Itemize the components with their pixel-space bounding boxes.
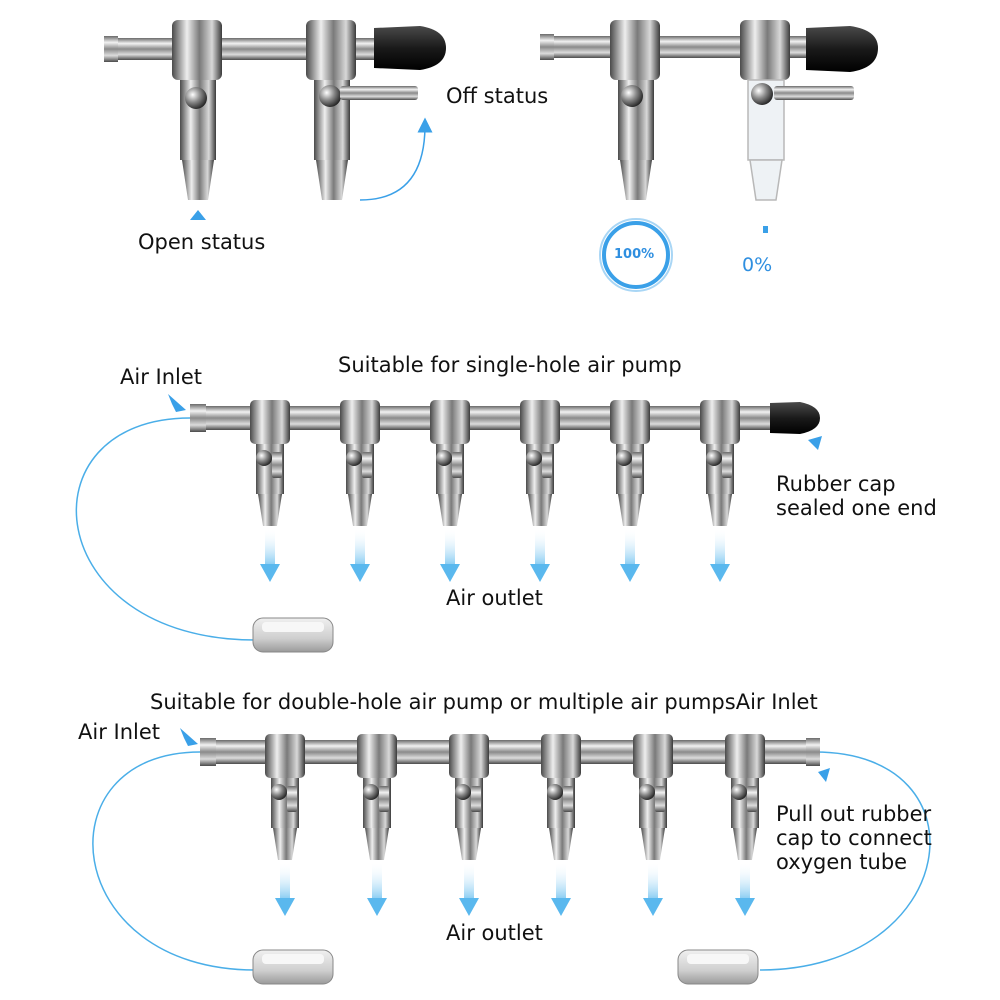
single-outlet-arrow-icon-2 [350,528,370,582]
double-outlet-arrow-icon-1 [275,862,295,916]
single-valve-5 [610,400,650,526]
double-outlet-arrow-icon-5 [643,862,663,916]
flow-dot-icon [763,226,768,233]
double-valve-4 [541,734,581,860]
double-valve-3 [449,734,489,860]
double-outlet-arrow-icon-4 [551,862,571,916]
open-status-label: Open status [138,230,266,254]
air-outlet-label-1: Air outlet [446,586,543,610]
rubber-cap-icon [374,26,446,70]
valve-flow-closed [740,20,854,201]
single-valve-3 [430,400,470,526]
open-arrow-icon [190,210,206,220]
rubber-cap-label: Rubber cap sealed one end [776,472,937,520]
inlet-tube [75,417,256,641]
single-valve-2 [340,400,380,526]
inlet-tube-right [759,751,931,971]
rubber-cap-icon-3 [770,402,820,434]
air-pump-2 [252,949,334,985]
double-valve-1 [265,734,305,860]
percent-closed-label: 0% [742,254,773,276]
single-outlet-arrow-icon-5 [620,528,640,582]
single-title: Suitable for single-hole air pump [338,353,682,377]
valve-off [306,20,418,200]
air-pump-3 [677,949,759,985]
double-outlet-arrow-icon-2 [367,862,387,916]
double-outlet-arrow-icon-3 [459,862,479,916]
inlet-arrow-icon-2 [180,728,198,746]
air-pump-1 [252,617,334,653]
air-outlet-label-2: Air outlet [446,921,543,945]
pull-out-label: Pull out rubber cap to connect oxygen tu… [776,802,932,874]
single-manifold [75,394,822,653]
double-manifold [92,728,931,985]
air-inlet-label-2: Air Inlet [78,720,161,744]
detail-left-valve-pair [104,20,446,220]
air-inlet-label-1: Air Inlet [120,365,203,389]
single-outlet-arrow-icon-1 [260,528,280,582]
double-outlet-arrow-icon-6 [735,862,755,916]
single-valve-1 [250,400,290,526]
inlet-tube-left [92,751,256,971]
off-status-label: Off status [446,84,549,108]
double-valve-5 [633,734,673,860]
double-title: Suitable for double-hole air pump or mul… [150,690,818,714]
percent-ring [602,221,670,289]
outlet-connect-arrow-icon [818,768,830,782]
valve-open [172,20,222,200]
single-outlet-arrow-icon-4 [530,528,550,582]
single-outlet-arrow-icon-3 [440,528,460,582]
percent-open-label: 100% [614,247,655,262]
single-valves [250,400,740,582]
detail-right-valve-pair [540,20,878,292]
rotate-arrow-icon [359,117,433,201]
single-outlet-arrow-icon-6 [710,528,730,582]
double-valve-2 [357,734,397,860]
double-valve-6 [725,734,765,860]
single-valve-6 [700,400,740,526]
double-valves [265,734,765,916]
inlet-arrow-icon [168,394,186,412]
valve-flow-open [610,20,660,200]
rubber-cap-icon-2 [806,26,878,72]
cap-arrow-icon [808,436,822,450]
single-valve-4 [520,400,560,526]
